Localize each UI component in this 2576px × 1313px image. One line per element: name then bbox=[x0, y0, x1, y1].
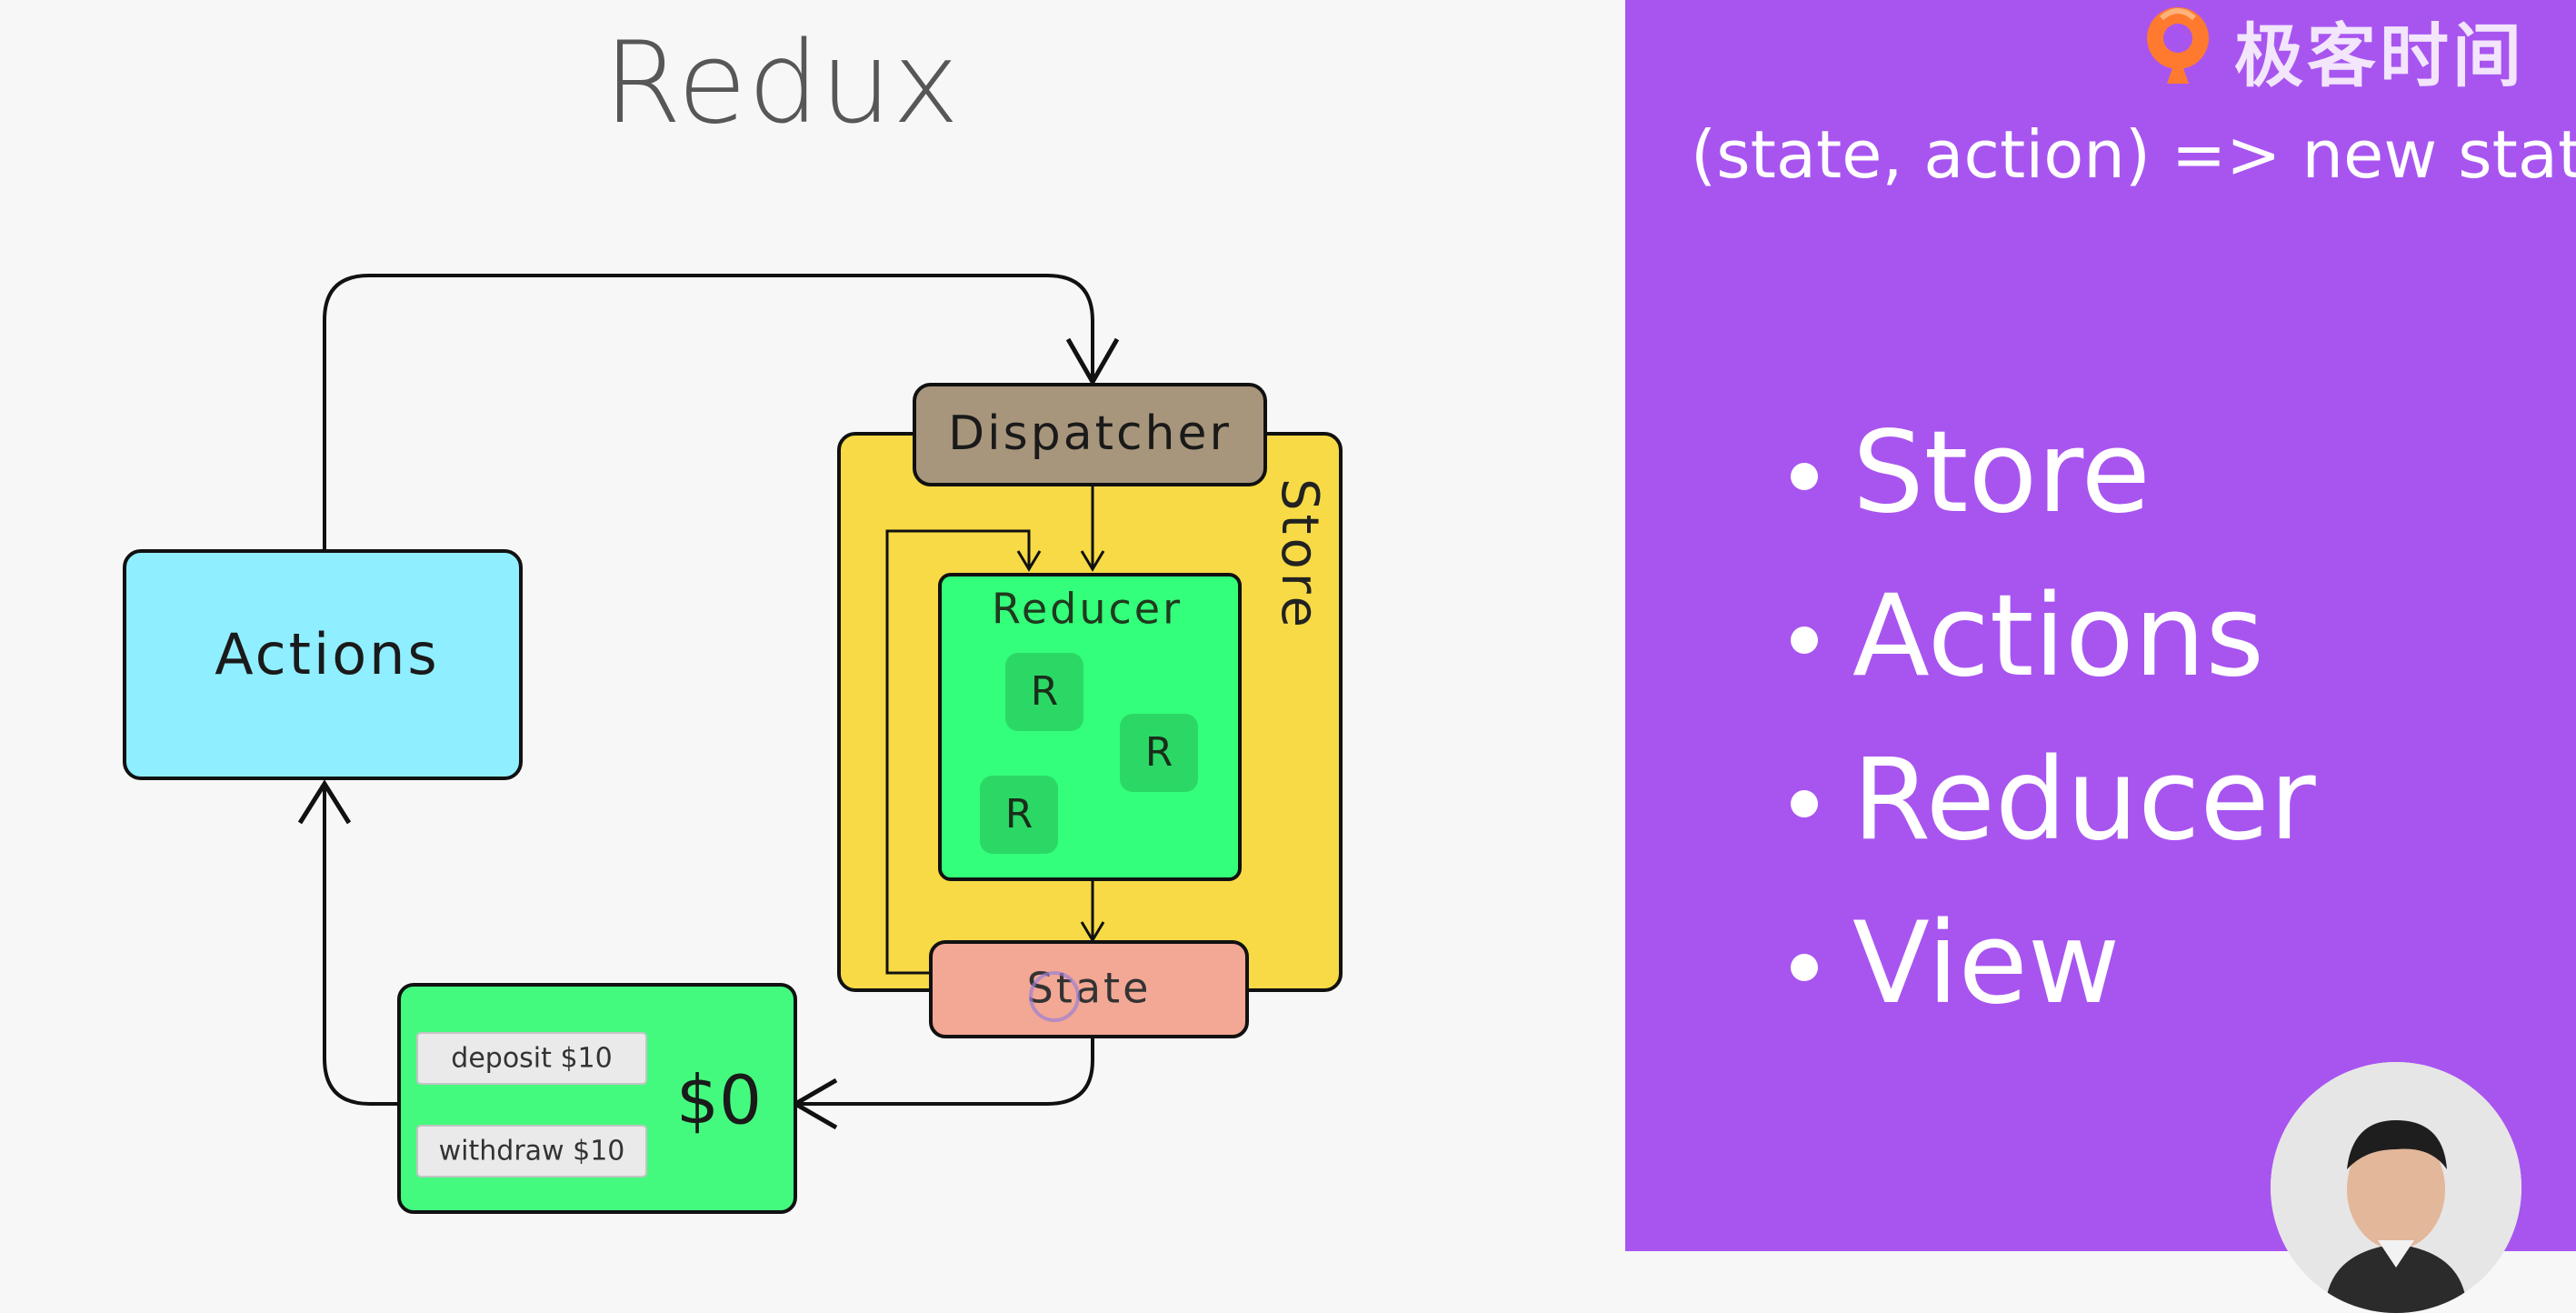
withdraw-button-label: withdraw $10 bbox=[439, 1136, 625, 1168]
list-item: View bbox=[1791, 882, 2316, 1046]
reducer-formula: (state, action) => new state bbox=[1691, 116, 2576, 193]
bullet-dot-icon bbox=[1791, 463, 1818, 490]
balance-value: $0 bbox=[676, 1062, 762, 1140]
cursor-indicator bbox=[1029, 971, 1080, 1022]
store-label: Store bbox=[1270, 478, 1329, 631]
bullet-dot-icon bbox=[1791, 626, 1818, 654]
dispatcher-arrowhead bbox=[1065, 337, 1120, 387]
slide-title: Redux bbox=[603, 18, 961, 149]
reducer-item-label: R bbox=[1145, 729, 1173, 776]
dispatcher-node: Dispatcher bbox=[913, 383, 1267, 486]
reducer-item-label: R bbox=[1031, 668, 1059, 715]
view-node: deposit $10 withdraw $10 $0 bbox=[397, 983, 797, 1214]
brand-header: 极客时间 bbox=[2136, 0, 2536, 96]
geekbang-logo-icon bbox=[2147, 7, 2209, 84]
reducer-loop-arrowhead bbox=[1016, 550, 1042, 572]
reducer-item bbox=[1120, 714, 1198, 792]
list-item-label: View bbox=[1852, 898, 2121, 1029]
actions-label: Actions bbox=[215, 621, 439, 687]
list-item-label: Actions bbox=[1852, 571, 2264, 702]
actions-arrowhead bbox=[297, 779, 352, 825]
state-label: State bbox=[1027, 964, 1152, 1013]
slide-right-panel bbox=[1625, 0, 2576, 1251]
reducer-item-label: R bbox=[1005, 791, 1033, 837]
deposit-button[interactable] bbox=[416, 1032, 647, 1085]
state-to-view-connector bbox=[795, 1037, 1094, 1106]
list-item-label: Reducer bbox=[1852, 735, 2316, 866]
redux-flow-diagram: Store Dispatcher Reducer R R R State Act… bbox=[123, 274, 1343, 1214]
list-item-label: Store bbox=[1852, 407, 2151, 538]
withdraw-button[interactable] bbox=[416, 1125, 647, 1178]
state-to-reducer-loop bbox=[885, 529, 1031, 975]
reducer-label: Reducer bbox=[992, 585, 1183, 634]
view-to-actions-connector bbox=[323, 784, 397, 1106]
reducer-item bbox=[980, 776, 1058, 854]
list-item: Actions bbox=[1791, 555, 2316, 718]
brand-name: 极客时间 bbox=[2234, 15, 2525, 96]
reducer-node: Reducer R R R bbox=[938, 573, 1242, 881]
state-node: State bbox=[929, 940, 1249, 1038]
bullet-dot-icon bbox=[1791, 954, 1818, 981]
deposit-button-label: deposit $10 bbox=[451, 1043, 612, 1075]
concept-list: Store Actions Reducer View bbox=[1791, 391, 2316, 1046]
bullet-dot-icon bbox=[1791, 790, 1818, 817]
reducer-arrowhead bbox=[1080, 550, 1105, 572]
reducer-item bbox=[1005, 653, 1083, 731]
actions-to-dispatcher-connector bbox=[323, 274, 1094, 549]
dispatcher-label: Dispatcher bbox=[948, 406, 1232, 461]
actions-node: Actions bbox=[123, 549, 523, 780]
presenter-video-thumbnail bbox=[2271, 1062, 2521, 1313]
list-item: Store bbox=[1791, 391, 2316, 555]
list-item: Reducer bbox=[1791, 718, 2316, 882]
presenter-avatar bbox=[2271, 1062, 2521, 1313]
